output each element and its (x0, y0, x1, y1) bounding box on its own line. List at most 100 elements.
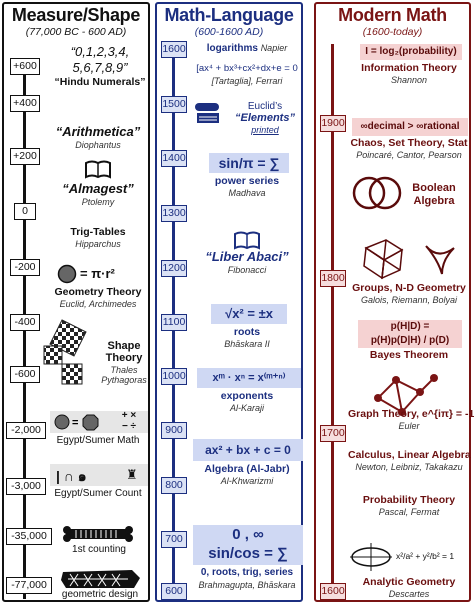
tick-label: 1500 (161, 96, 187, 113)
scarab-icon: ♜ (126, 467, 138, 482)
graph-network-icon (374, 374, 438, 416)
arithmetica-label: “Arithmetica” (55, 124, 141, 139)
tick-label: 900 (161, 422, 187, 439)
count-glyphs: | ∩ ๑ (56, 468, 87, 484)
tick-label: -2,000 (6, 422, 46, 439)
first-counting-label: 1st counting (72, 544, 126, 555)
math-language-panel: Math-Language (600-1600 AD) 1600 1500 14… (155, 2, 303, 602)
theory-label: Theory (105, 352, 143, 364)
boolean-label: Boolean (412, 182, 456, 194)
euler-label: Euler (398, 421, 420, 431)
tick-label: 700 (161, 531, 187, 548)
calculus-linear-algebra-label: Calculus, Linear Algebra (348, 449, 471, 461)
tick-label: 1600 (320, 583, 346, 600)
tick-label: 1600 (161, 41, 187, 58)
al-khwarizmi-label: Al-Khwarizmi (220, 476, 274, 486)
graph-theory-label: Graph Theory, e^{iπ} = -1 (348, 408, 474, 420)
newton-leibniz-takakazu-label: Newton, Leibniz, Takakazu (355, 462, 463, 472)
arithmetic-ops: + × − ÷ (121, 410, 137, 432)
tick-label: -200 (10, 259, 40, 276)
almagest-label: “Almagest” (62, 181, 134, 196)
circle-icon (57, 264, 77, 284)
tick-label: +600 (10, 58, 40, 75)
bayes-box: p(H|D) = p(H)p(D|H) / p(D) (358, 320, 462, 348)
pythagoras-label: Pythagoras (101, 375, 147, 385)
tally-bone-icon (63, 526, 133, 542)
logarithms-label: logarithms Napier (191, 43, 303, 54)
brahmagupta-label: Brahmagupta, Bhāskara (198, 580, 296, 590)
tartaglia-ferrari-label: [Tartaglia], Ferrari (211, 76, 283, 86)
sin-series-formula: sin/π = ∑ (209, 153, 289, 173)
probability-theory-label: Probability Theory (362, 494, 456, 506)
tick-label: 0 (14, 203, 36, 220)
panel-subtitle: (77,000 BC - 600 AD) (25, 26, 127, 38)
tick-label: +200 (10, 148, 40, 165)
quartic-formula: [ax⁴ + bx³+cx²+dx+e = 0 (196, 63, 298, 74)
panel-title: Measure/Shape (11, 5, 141, 25)
svg-text:=: = (72, 417, 78, 429)
shape-label: Shape (107, 340, 141, 352)
tick-label: 600 (161, 583, 187, 600)
cube-icon (363, 239, 404, 280)
venn-diagram-icon (352, 176, 402, 210)
tick-label: 1900 (320, 115, 346, 132)
information-theory-label: Information Theory (361, 62, 457, 74)
euclid-label: Euclid’s (247, 101, 283, 112)
diophantus-label: Diophantus (75, 140, 121, 150)
tick-label: -3,000 (6, 478, 46, 495)
hyperbolic-triangle-icon (425, 245, 455, 275)
thales-label: Thales (110, 365, 138, 375)
geometry-theory-label: Geometry Theory (54, 286, 142, 298)
egypt-sumer-count-label: Egypt/Sumer Count (54, 488, 142, 499)
chaos-set-stat-label: Chaos, Set Theory, Stat (350, 137, 468, 149)
bayes-formula-line-1: p(H|D) = (390, 321, 430, 332)
madhava-label: Madhava (228, 188, 266, 198)
tick-label: 1800 (320, 270, 346, 287)
tick-label: -35,000 (6, 528, 52, 545)
exponents-formula: xᵐ · xⁿ = x⁽ᵐ⁺ⁿ⁾ (197, 368, 301, 388)
panel-title: Math-Language (164, 5, 294, 25)
egypt-math-symbols: = + × − ÷ (50, 410, 148, 433)
hindu-numerals-label: “Hindu Numerals” (54, 76, 146, 88)
egypt-count-symbols: | ∩ ๑ ♜ (50, 464, 148, 486)
book-icon (85, 160, 111, 179)
descartes-label: Descartes (388, 589, 430, 599)
tick-label: -400 (10, 314, 40, 331)
tick-label: -600 (10, 366, 40, 383)
bayes-theorem-label: Bayes Theorem (369, 349, 449, 361)
egypt-sumer-math-label: Egypt/Sumer Math (56, 435, 140, 446)
napier-label: Napier (260, 43, 288, 53)
pythagoras-squares-icon (43, 319, 87, 385)
tick-label: 1200 (161, 260, 187, 277)
sin-cos-series-formula: sin/cos = ∑ (208, 545, 288, 562)
ellipse-formula: x²/a² + y²/b² = 1 (396, 551, 455, 561)
bayes-formula-line-2: p(H)p(D|H) / p(D) (370, 335, 450, 346)
hipparchus-label: Hipparchus (75, 239, 121, 249)
ellipse-axes-icon (350, 543, 392, 571)
tick-label: 800 (161, 477, 187, 494)
tick-label: 1000 (161, 368, 187, 385)
bhaskara-label: Bhāskara II (224, 339, 270, 349)
analytic-geometry-label: Analytic Geometry (362, 576, 456, 588)
information-formula: I = log₂(probability) (360, 44, 462, 60)
exponents-label: exponents (220, 390, 274, 402)
printed-label: printed (251, 125, 279, 135)
algebra-label: Algebra (413, 195, 455, 207)
fibonacci-label: Fibonacci (227, 265, 267, 275)
quadratic-formula: ax² + bx + c = 0 (193, 439, 303, 461)
roots-formula: √x² = ±x (211, 304, 287, 324)
shape-icons: = (54, 414, 99, 431)
pascal-fermat-label: Pascal, Fermat (378, 507, 440, 517)
book-icon (234, 231, 260, 250)
trig-tables-label: Trig-Tables (70, 226, 126, 238)
zero-infinity-formula: 0 , ∞ (232, 526, 264, 543)
modern-math-panel: Modern Math (1600-today) 1900 1800 1700 … (314, 2, 474, 602)
poincare-cantor-pearson-label: Poincaré, Cantor, Pearson (356, 150, 462, 160)
groups-nd-geometry-label: Groups, N-D Geometry (352, 282, 466, 294)
printing-press-icon (195, 103, 219, 123)
tick-label: -77,000 (6, 577, 52, 594)
numerals-line-1: “0,1,2,3,4, (70, 44, 130, 59)
panel-subtitle: (600-1600 AD) (194, 26, 264, 38)
zero-infinity-box: 0 , ∞ sin/cos = ∑ (193, 525, 303, 565)
euclid-archimedes-label: Euclid, Archimedes (59, 299, 137, 309)
